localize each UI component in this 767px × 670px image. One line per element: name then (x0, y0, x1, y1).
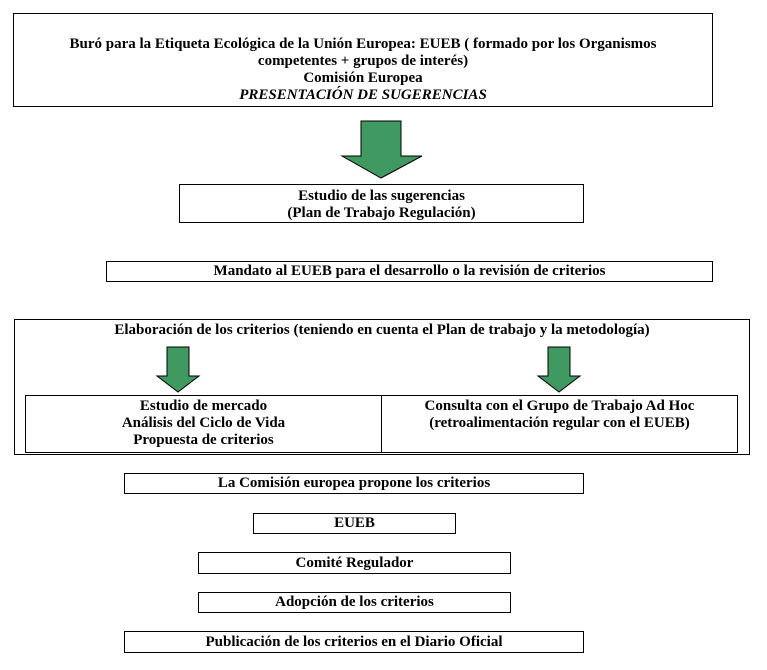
publication-text: Publicación de los criterios en el Diari… (205, 633, 503, 650)
study-suggestions-box: Estudio de las sugerencias (Plan de Trab… (179, 184, 584, 223)
adoption-text: Adopción de los criterios (275, 594, 434, 610)
down-arrow-icon-1 (340, 120, 423, 179)
top-box-line-2: competentes + grupos de interés) (257, 53, 469, 69)
left-box-line-2: Análisis del Ciclo de Vida (121, 415, 286, 431)
working-group-box: Consulta con el Grupo de Trabajo Ad Hoc … (381, 395, 738, 453)
mandate-text: Mandato al EUEB para el desarrollo o la … (213, 263, 606, 279)
eueb-box: EUEB (253, 513, 456, 534)
top-box-line-4: PRESENTACIÓN DE SUGERENCIAS (239, 87, 487, 103)
eueb-text: EUEB (334, 515, 375, 531)
commission-text: La Comisión europea propone los criterio… (217, 475, 491, 491)
left-box-line-3: Propuesta de criterios (133, 432, 274, 448)
elaboration-title: Elaboración de los criterios (teniendo e… (114, 322, 650, 338)
top-box-line-1: Buró para la Etiqueta Ecológica de la Un… (69, 36, 657, 52)
right-box-line-2: (retroalimentación regular con el EUEB) (429, 415, 690, 431)
down-arrow-icon-left (155, 346, 201, 393)
mandate-box: Mandato al EUEB para el desarrollo o la … (106, 261, 713, 282)
study-box-line-1: Estudio de las sugerencias (298, 188, 465, 204)
committee-text: Comité Regulador (295, 554, 414, 571)
commission-proposes-box: La Comisión europea propone los criterio… (124, 473, 584, 494)
eueb-suggestions-box: Buró para la Etiqueta Ecológica de la Un… (13, 13, 713, 107)
market-study-box: Estudio de mercado Análisis del Ciclo de… (25, 395, 382, 453)
regulatory-committee-box: Comité Regulador (198, 552, 511, 574)
study-box-line-2: (Plan de Trabajo Regulación) (287, 205, 476, 221)
right-box-line-1: Consulta con el Grupo de Trabajo Ad Hoc (424, 398, 695, 414)
left-box-line-1: Estudio de mercado (139, 398, 268, 414)
down-arrow-icon-right (536, 346, 582, 393)
publication-box: Publicación de los criterios en el Diari… (124, 631, 584, 653)
top-box-line-3: Comisión Europea (303, 70, 423, 86)
adoption-box: Adopción de los criterios (198, 592, 511, 613)
